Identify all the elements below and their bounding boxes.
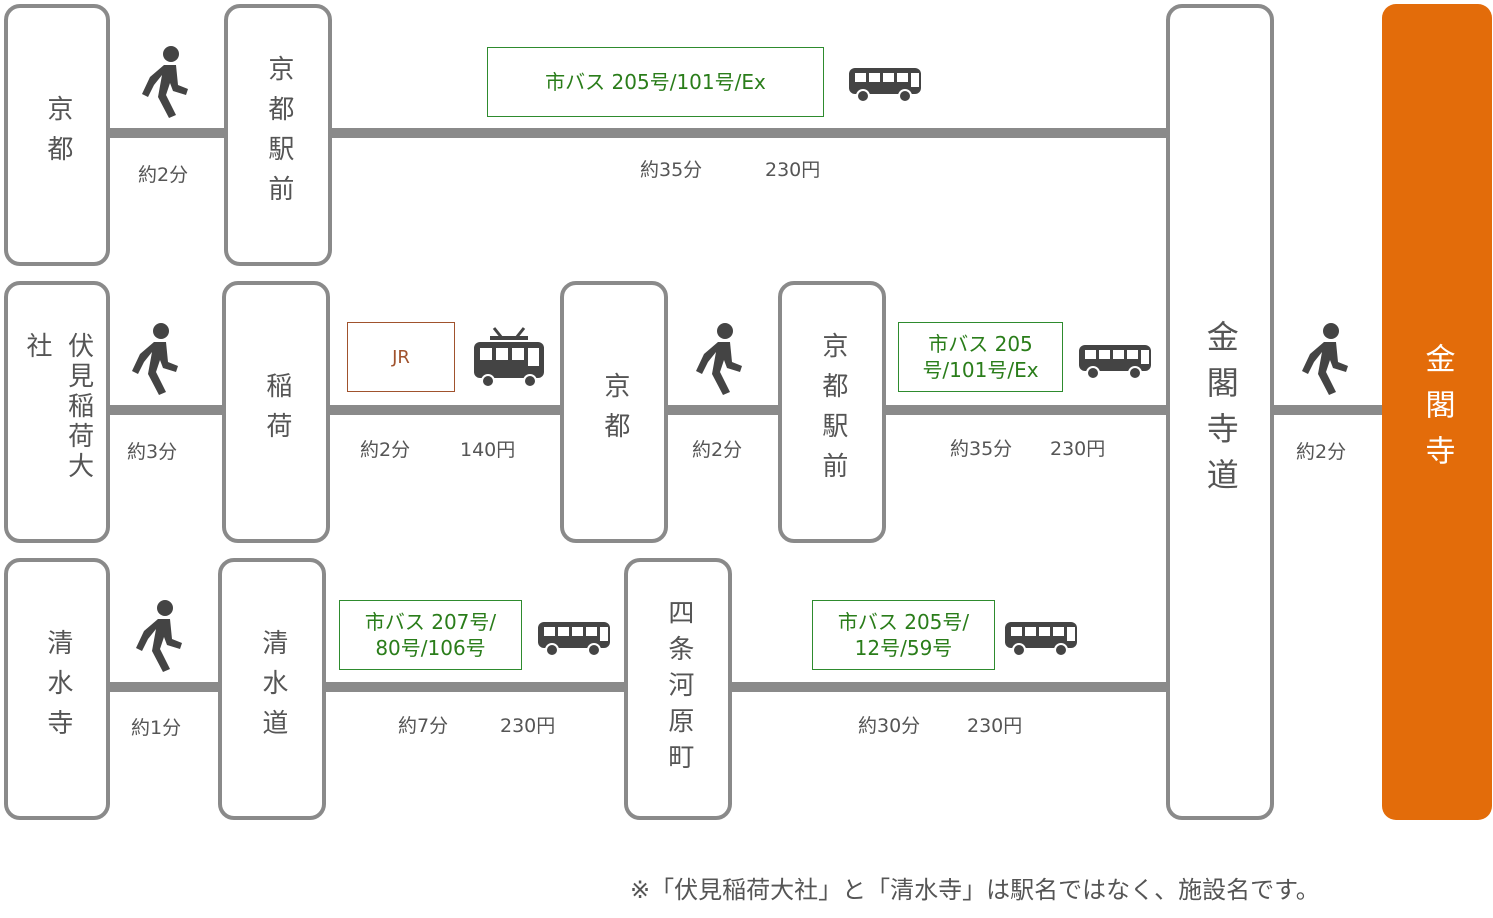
station-inari: 稲荷 [222,281,330,543]
bus-label-kyoto: 市バス 205号/101号/Ex [487,47,824,117]
walk-time-kyoto: 約2分 [138,164,189,186]
destination-kinkakuji: 金閣寺 [1382,4,1492,820]
station-label: 伏見稲荷大社 [22,332,94,482]
station-kyoto-start: 京都 [4,4,110,266]
route-line-fushimi-walk2 [666,405,780,415]
station-label: 清水道 [257,629,288,749]
station-label: 稲荷 [261,372,292,452]
route-line-final-walk [1272,405,1384,415]
walk2-time-fushimi: 約2分 [692,439,743,461]
route-line-fushimi-bus [884,405,1168,415]
bus-icon [1005,622,1077,657]
station-fushimi-inari-taisha: 伏見稲荷大社 [4,281,110,543]
station-label: 京都 [599,372,630,452]
walking-person-icon [142,46,188,118]
footnote: ※「伏見稲荷大社」と「清水寺」は駅名ではなく、施設名です。 [630,876,1320,904]
bus-icon [1079,345,1151,380]
bus-line-text: 12号/59号 [854,636,953,660]
route-line-kiyomizu-bus2 [730,682,1168,692]
bus-icon [538,622,610,657]
bus-line-text: 市バス 205号/101号/Ex [545,70,766,94]
station-label: 京都駅前 [817,332,848,492]
bus2-time-kiyomizu: 約30分 [858,715,921,737]
station-shijo-kawaramachi: 四条河原町 [624,558,732,820]
station-kiyomizumichi: 清水道 [218,558,326,820]
station-label: 金閣寺道 [1201,320,1240,504]
bus1-fare-kiyomizu: 230円 [500,715,556,737]
walking-person-icon [696,323,742,395]
station-label: 京都 [42,95,73,175]
walk-time-kiyomizu: 約1分 [131,717,182,739]
walking-person-icon [1302,323,1348,395]
route-line-fushimi-walk [108,405,224,415]
bus-time-kyoto: 約35分 [640,159,703,181]
station-label: 清水寺 [42,629,73,749]
station-kyoto-mid: 京都 [560,281,668,543]
bus-time-fushimi: 約35分 [950,438,1013,460]
bus-line-text: 80号/106号 [375,636,486,660]
route-line-kiyomizu-bus1 [324,682,628,692]
route-line-kyoto-walk [108,128,226,138]
train-icon [474,327,544,388]
bus-line-text: 号/101号/Ex [922,358,1039,382]
bus1-time-kiyomizu: 約7分 [398,715,449,737]
station-kyoto-ekimae-2: 京都駅前 [778,281,886,543]
bus-label-fushimi: 市バス 205 号/101号/Ex [898,322,1063,392]
destination-label: 金閣寺 [1419,343,1455,481]
bus-label-kiyomizu-2: 市バス 205号/ 12号/59号 [812,600,995,670]
bus-line-text: 市バス 207号/ [364,610,497,634]
bus-line-text: 市バス 205 [928,332,1033,356]
bus-fare-fushimi: 230円 [1050,438,1106,460]
station-kyoto-ekimae: 京都駅前 [224,4,332,266]
station-kinkakujimichi: 金閣寺道 [1166,4,1274,820]
train-fare-fushimi: 140円 [460,439,516,461]
station-label: 京都駅前 [263,55,294,215]
walk-time-final: 約2分 [1296,441,1347,463]
bus2-fare-kiyomizu: 230円 [967,715,1023,737]
route-line-fushimi-jr [328,405,562,415]
train-label-jr: JR [347,322,455,392]
train-time-fushimi: 約2分 [360,439,411,461]
walk-time-fushimi: 約3分 [127,441,178,463]
station-kiyomizudera: 清水寺 [4,558,110,820]
bus-fare-kyoto: 230円 [765,159,821,181]
station-label: 四条河原町 [663,599,694,779]
bus-label-kiyomizu-1: 市バス 207号/ 80号/106号 [339,600,522,670]
train-line-text: JR [392,346,410,368]
route-line-kiyomizu-walk [108,682,220,692]
walking-person-icon [136,600,182,672]
route-line-kyoto-bus [330,128,1168,138]
bus-line-text: 市バス 205号/ [837,610,970,634]
walking-person-icon [132,323,178,395]
bus-icon [849,68,921,103]
